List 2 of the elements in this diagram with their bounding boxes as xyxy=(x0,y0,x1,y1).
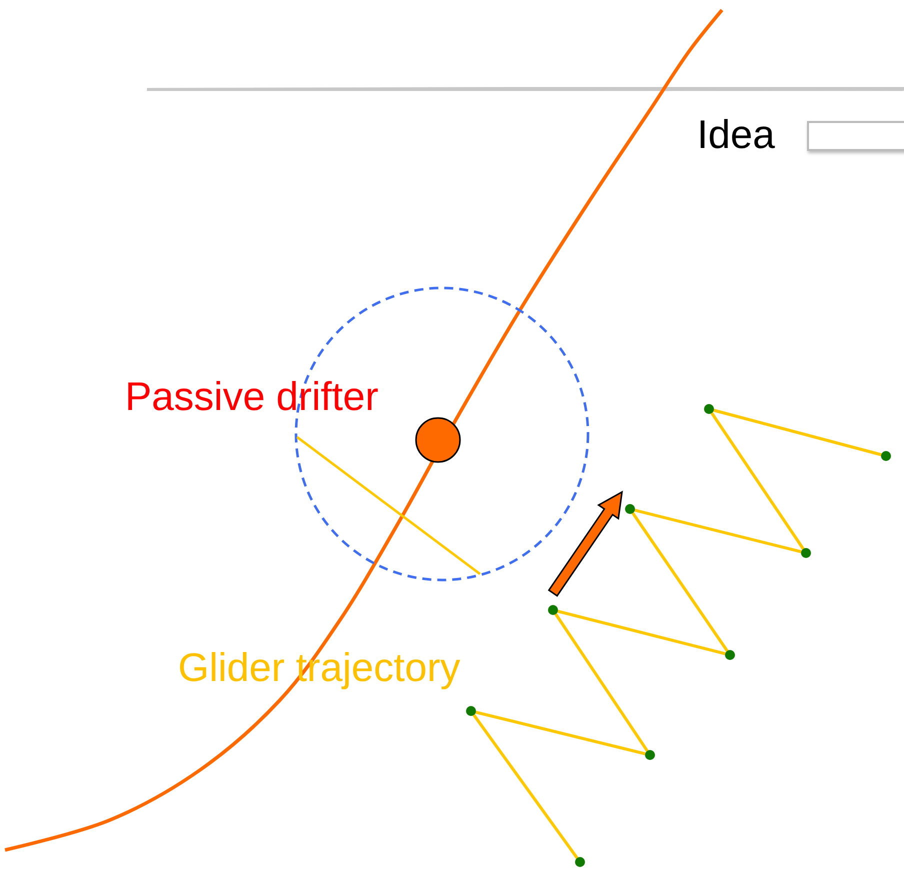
slide-title: Idea xyxy=(697,112,775,158)
drifter-label: Passive drifter xyxy=(125,374,378,420)
